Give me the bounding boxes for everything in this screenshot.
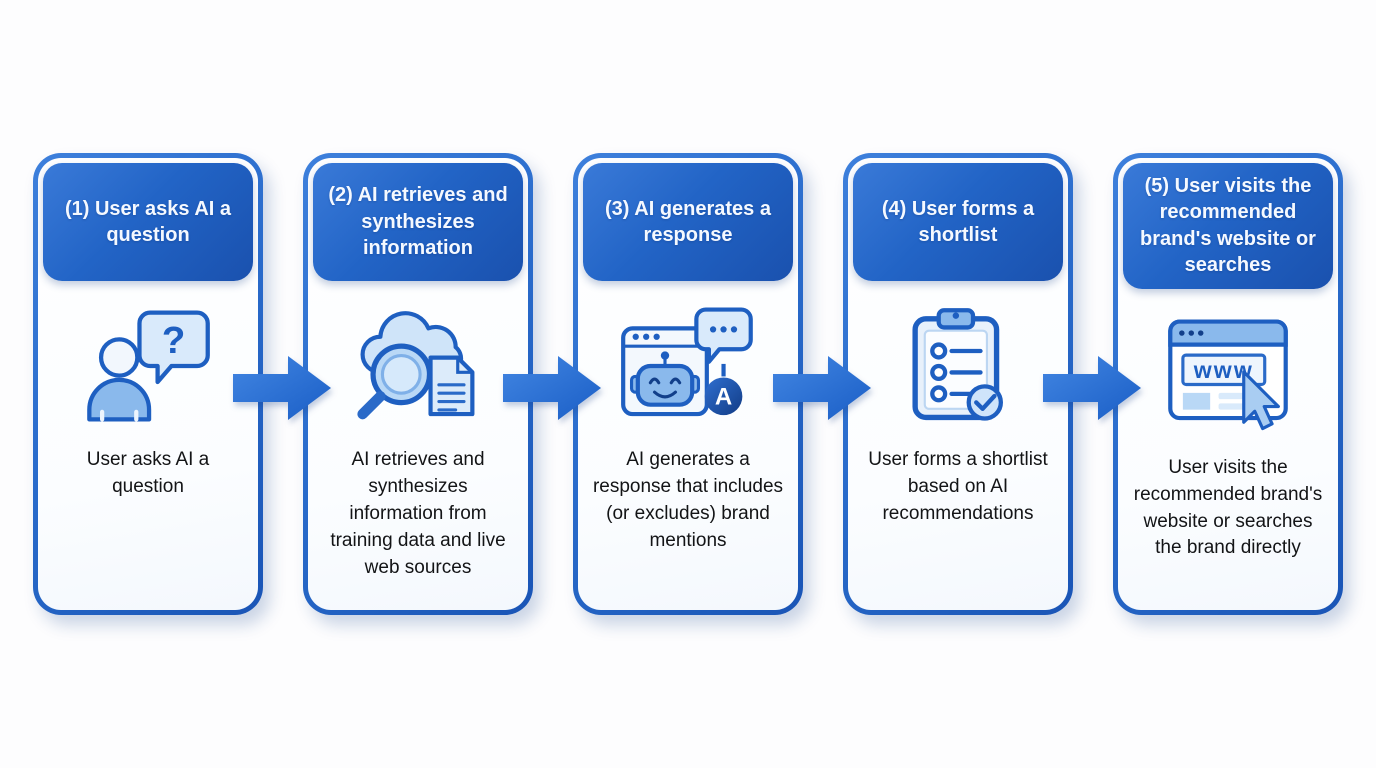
www-label: www: [1193, 357, 1254, 383]
step-4-description: User forms a shortlist based on AI recom…: [868, 449, 1048, 524]
cloud-magnifier-document-icon: [357, 311, 475, 420]
ai-badge-letter: A: [715, 384, 732, 411]
step-5-description: User visits the recommended brand's webs…: [1133, 456, 1323, 559]
step-5-header: (5) User visits the recommended brand's …: [1123, 163, 1333, 289]
browser-www-cursor-icon: www: [1168, 319, 1288, 430]
flow-arrow-2: [503, 356, 601, 420]
person-question-bubble-icon: ?: [87, 310, 210, 422]
step-3-description: AI generates a response that includes (o…: [592, 449, 784, 551]
step-card-2: (2) AI retrieves and synthesizes informa…: [303, 153, 533, 615]
step-card-4: (4) User forms a shortlist: [843, 153, 1073, 615]
flow-arrow-4: [1043, 356, 1141, 420]
step-4-header: (4) User forms a shortlist: [853, 163, 1063, 281]
robot-browser-chat-icon: A: [621, 307, 753, 417]
question-mark-glyph: ?: [162, 319, 185, 362]
flow-arrow-3: [773, 356, 871, 420]
step-card-5: (5) User visits the recommended brand's …: [1113, 153, 1343, 615]
clipboard-checklist-icon: [912, 308, 1003, 421]
step-1-description: User asks AI a question: [86, 449, 210, 497]
step-card-3: (3) AI generates a response: [573, 153, 803, 615]
step-1-header: (1) User asks AI a question: [43, 163, 253, 281]
step-2-header: (2) AI retrieves and synthesizes informa…: [313, 163, 523, 281]
flow-arrow-1: [233, 356, 331, 420]
step-card-1: (1) User asks AI a question ? User asks …: [33, 153, 263, 615]
step-2-description: AI retrieves and synthesizes information…: [330, 449, 506, 578]
step-3-header: (3) AI generates a response: [583, 163, 793, 281]
steps-row: (1) User asks AI a question ? User asks …: [33, 153, 1343, 615]
